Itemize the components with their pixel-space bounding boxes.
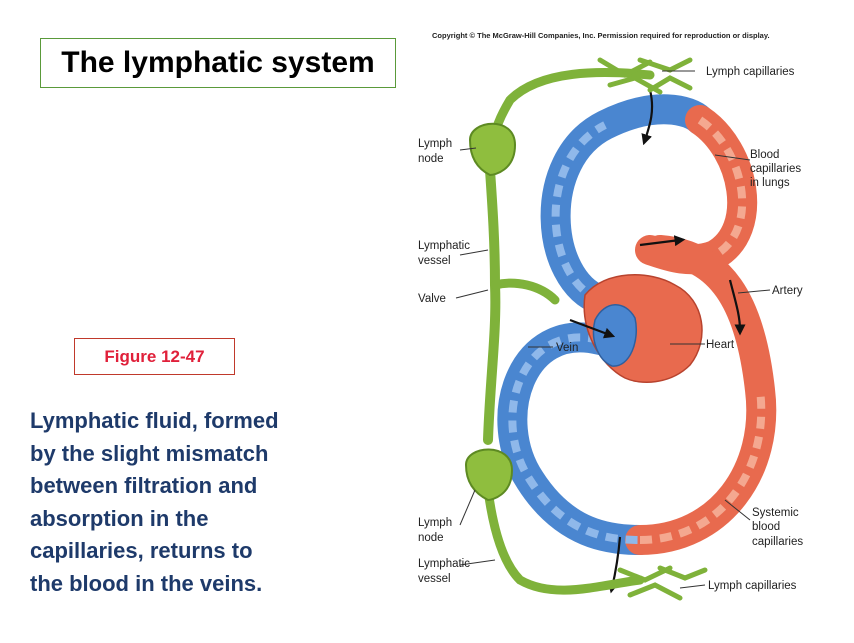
label-line: Lymphatic (418, 240, 470, 252)
label-systemic-blood-capillaries: Systemic blood capillaries (752, 507, 803, 548)
slide-title: The lymphatic system (40, 38, 396, 88)
label-line: Lymph (418, 138, 452, 150)
label-line: vessel (418, 255, 451, 267)
label-blood-capillaries-lungs: Blood capillaries in lungs (750, 149, 804, 189)
description-line: capillaries, returns to (30, 538, 253, 563)
label-line: Systemic (752, 507, 799, 519)
figure-label: Figure 12-47 (74, 338, 235, 375)
lymph-node-bottom (464, 448, 514, 502)
label-line: in lungs (750, 177, 790, 189)
lymph-capillaries-bottom (617, 565, 708, 601)
heart (583, 274, 703, 383)
label-lymphatic-vessel-top: Lymphatic vessel (418, 240, 473, 267)
description-line: absorption in the (30, 505, 209, 531)
label-pointer-lines (455, 70, 771, 589)
label-vein: Vein (556, 342, 578, 354)
label-heart: Heart (706, 339, 735, 351)
label-line: capillaries (750, 163, 801, 175)
description-line: Lymphatic fluid, formed (30, 408, 279, 433)
description-line: between filtration and (30, 473, 258, 498)
label-lymph-capillaries-bottom: Lymph capillaries (708, 580, 797, 592)
description-text: Lymphatic fluid, formed by the slight mi… (30, 405, 360, 600)
label-lymphatic-vessel-bottom: Lymphatic vessel (418, 558, 473, 585)
lymph-node-top (468, 122, 517, 177)
label-artery: Artery (772, 285, 803, 297)
label-valve: Valve (418, 293, 446, 305)
description-line: the blood in the veins. (30, 570, 263, 596)
label-lymph-node-bottom: Lymph node (418, 517, 455, 544)
flow-arrows (569, 89, 746, 594)
label-line: blood (752, 521, 780, 533)
label-line: Lymphatic (418, 558, 470, 570)
label-line: Lymph (418, 517, 452, 529)
label-lymph-capillaries-top: Lymph capillaries (706, 66, 795, 78)
label-line: node (418, 153, 444, 165)
label-lymph-node-top: Lymph node (418, 138, 455, 165)
label-line: vessel (418, 573, 451, 585)
label-line: Blood (750, 149, 779, 161)
copyright-notice: Copyright © The McGraw-Hill Companies, I… (432, 31, 770, 40)
label-line: capillaries (752, 536, 803, 548)
lymph-capillaries-top (597, 57, 693, 95)
label-line: node (418, 532, 444, 544)
description-line: by the slight mismatch (30, 440, 269, 466)
